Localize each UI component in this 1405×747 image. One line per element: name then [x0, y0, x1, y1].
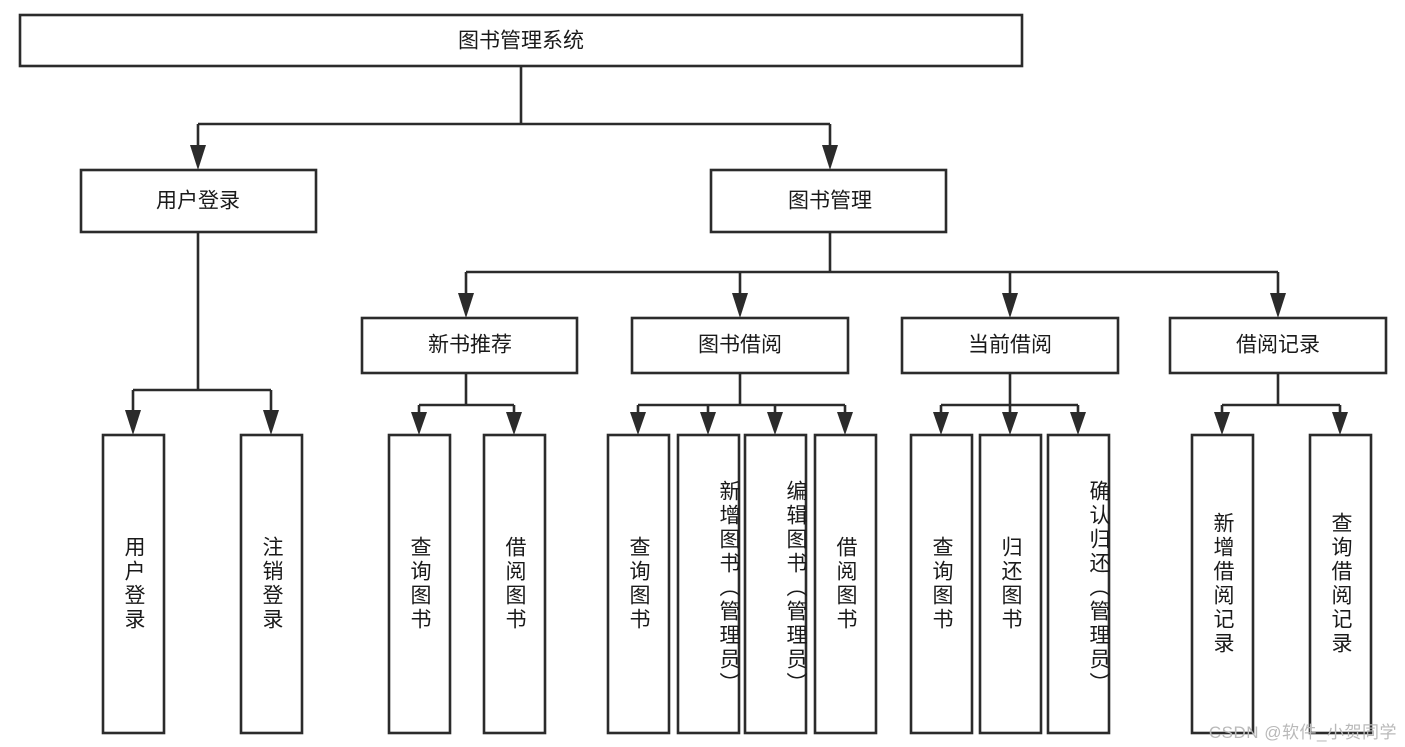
node-user-login-label: 用户登录 [156, 190, 240, 213]
arrow-head-leaf-new-book-2 [506, 412, 522, 435]
arrow-head-user-login [190, 145, 206, 170]
node-book-management-box[interactable] [709, 168, 948, 234]
leaf-box-new-book-2[interactable] [482, 433, 547, 735]
node-current-borrow[interactable]: 当前借阅 [900, 316, 1120, 375]
arrow-head-book-mgmt [822, 145, 838, 170]
node-user-login-box[interactable] [79, 168, 318, 234]
leaf-box-user-login-2[interactable] [239, 433, 304, 735]
node-borrow-record-label: 借阅记录 [1236, 334, 1320, 357]
connector-current-borrow-to-leaves [933, 373, 1086, 435]
leaf-box-new-book-1[interactable] [387, 433, 452, 735]
node-book-borrow[interactable]: 图书借阅 [630, 316, 850, 375]
arrow-head-leaf-current-borrow-1 [933, 412, 949, 435]
node-borrow-record-box[interactable] [1168, 316, 1388, 375]
node-new-book-recommend-label: 新书推荐 [428, 334, 512, 357]
leaf-box-book-borrow-2[interactable] [676, 433, 741, 735]
node-book-borrow-box[interactable] [630, 316, 850, 375]
arrow-head-leaf-user-login-2 [263, 410, 279, 435]
leaf-box-book-borrow-1[interactable] [606, 433, 671, 735]
leaf-box-borrow-record-1[interactable] [1190, 433, 1255, 735]
arrow-head-leaf-borrow-record-1 [1214, 412, 1230, 435]
leaf-box-current-borrow-2[interactable] [978, 433, 1043, 735]
connector-new-book-to-leaves [411, 373, 522, 435]
connector-borrow-record-to-leaves [1214, 373, 1348, 435]
arrow-head-leaf-current-borrow-2 [1002, 412, 1018, 435]
arrow-head-leaf-book-borrow-1 [630, 412, 646, 435]
arrow-head-current-borrow [1002, 293, 1018, 318]
arrow-head-leaf-new-book-1 [411, 412, 427, 435]
leaf-box-current-borrow-1[interactable] [909, 433, 974, 735]
arrow-head-leaf-book-borrow-4 [837, 412, 853, 435]
node-root[interactable]: 图书管理系统 [18, 13, 1024, 68]
connector-book-borrow-to-leaves [630, 373, 853, 435]
leaf-box-book-borrow-3[interactable] [743, 433, 808, 735]
leaf-box-current-borrow-3[interactable] [1046, 433, 1111, 735]
arrow-head-borrow-record [1270, 293, 1286, 318]
connector-user-login-to-leaves [125, 232, 279, 435]
arrow-head-leaf-user-login-1 [125, 410, 141, 435]
leaf-box-borrow-record-2[interactable] [1308, 433, 1373, 735]
connector-book-mgmt-to-level2 [458, 232, 1286, 318]
arrow-head-book-borrow [732, 293, 748, 318]
node-current-borrow-box[interactable] [900, 316, 1120, 375]
node-new-book-recommend-box[interactable] [360, 316, 579, 375]
arrow-head-leaf-book-borrow-2 [700, 412, 716, 435]
node-book-management-label: 图书管理 [788, 190, 872, 213]
node-book-management[interactable]: 图书管理 [709, 168, 948, 234]
connector-root-to-level1 [190, 66, 838, 170]
node-user-login[interactable]: 用户登录 [79, 168, 318, 234]
arrow-head-leaf-book-borrow-3 [767, 412, 783, 435]
node-new-book-recommend[interactable]: 新书推荐 [360, 316, 579, 375]
leaf-box-user-login-1[interactable] [101, 433, 166, 735]
node-root-box[interactable] [18, 13, 1024, 68]
arrow-head-new-book [458, 293, 474, 318]
arrow-head-leaf-borrow-record-2 [1332, 412, 1348, 435]
arrow-head-leaf-current-borrow-3 [1070, 412, 1086, 435]
csdn-watermark: CSDN @软件_小贺同学 [1208, 723, 1397, 742]
node-root-label: 图书管理系统 [458, 30, 584, 53]
node-borrow-record[interactable]: 借阅记录 [1168, 316, 1388, 375]
node-book-borrow-label: 图书借阅 [698, 334, 782, 357]
node-current-borrow-label: 当前借阅 [968, 334, 1052, 357]
leaf-box-book-borrow-4[interactable] [813, 433, 878, 735]
